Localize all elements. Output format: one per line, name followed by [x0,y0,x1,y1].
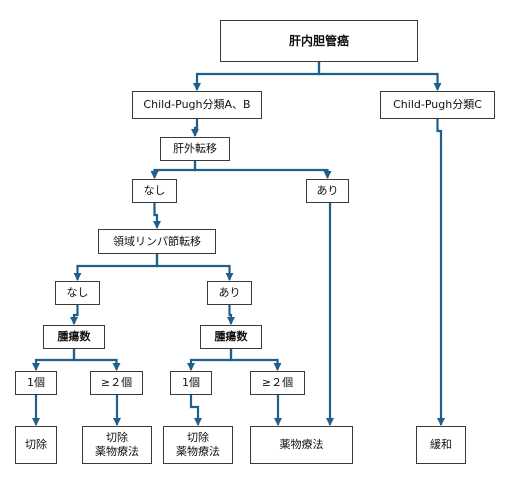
node-lymph-present: あり [207,281,252,305]
node-root: 肝内胆管癌 [220,20,418,62]
connector-lymph-none-to-tumor-count-left [70,305,79,325]
node-tumor-count-left: 腫瘍数 [43,325,105,349]
connector-regional-lymph-node-metastasis-to-lymph-none [73,254,159,281]
connector-tumor-count-right-to-right-multiple [229,349,282,371]
node-regional-lymph-node-metastasis: 領域リンパ節転移 [98,229,216,254]
node-lymph-none: なし [55,281,100,305]
connector-regional-lymph-node-metastasis-to-lymph-present [155,254,234,281]
node-resection: 切除 [15,426,57,464]
node-resection-drug-left: 切除 薬物療法 [82,426,152,464]
node-child-pugh-c: Child-Pugh分類C [380,91,495,119]
node-left-multiple: ≥２個 [90,371,143,395]
connector-child-pugh-ab-to-extrahepatic-metastasis [191,119,199,137]
node-left-single: 1個 [15,371,57,395]
node-extrahepatic-metastasis: 肝外転移 [160,137,230,161]
connector-root-to-child-pugh-ab [193,62,321,91]
node-extrahepatic-none: なし [132,179,177,203]
node-tumor-count-right: 腫瘍数 [200,325,262,349]
connector-root-to-child-pugh-c [317,62,442,91]
node-extrahepatic-present: あり [306,179,349,203]
connector-extrahepatic-none-to-regional-lymph-node-metastasis [153,203,161,229]
connector-tumor-count-right-to-right-single [187,349,233,371]
connector-extrahepatic-metastasis-to-extrahepatic-none [150,161,197,179]
connector-lymph-present-to-tumor-count-right [227,305,235,325]
connector-right-single-to-resection-drug-right [189,395,202,426]
node-child-pugh-ab: Child-Pugh分類A、B [132,91,262,119]
node-resection-drug-right: 切除 薬物療法 [163,426,233,464]
connector-tumor-count-left-to-left-multiple [72,349,121,371]
node-drug-therapy: 薬物療法 [250,426,353,464]
connector-child-pugh-c-to-palliative [436,119,445,426]
node-palliative: 緩和 [416,426,466,464]
connector-extrahepatic-metastasis-to-extrahepatic-present [193,161,332,179]
node-right-single: 1個 [170,371,212,395]
connector-tumor-count-left-to-left-single [32,349,76,371]
node-right-multiple: ≥２個 [250,371,305,395]
